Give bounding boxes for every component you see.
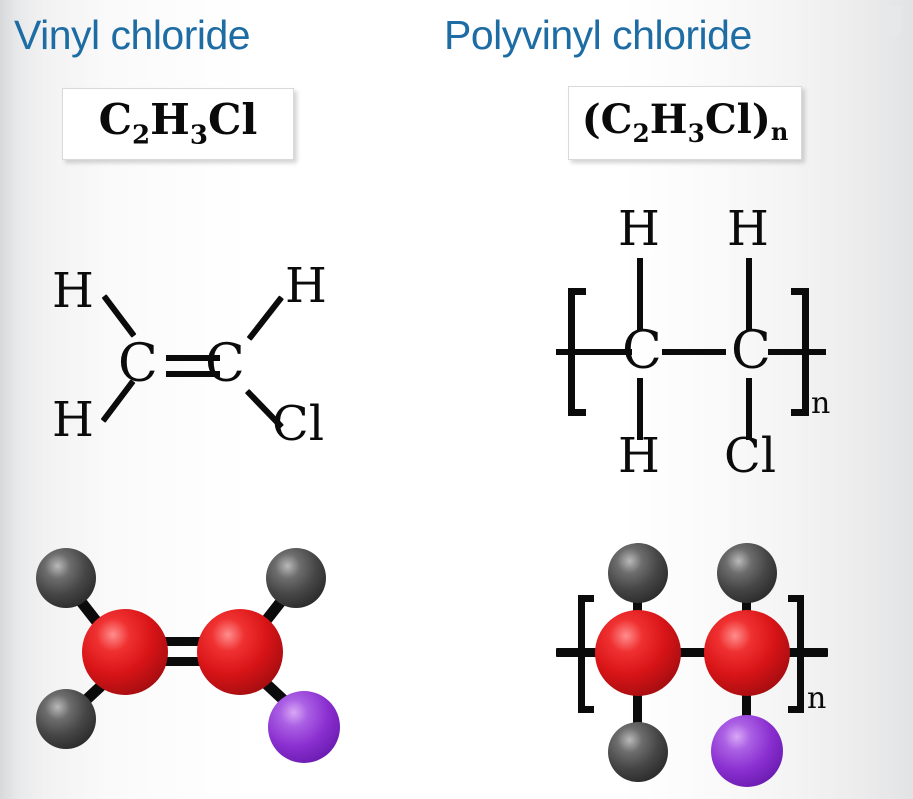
formula-paren-open: ( xyxy=(581,95,601,143)
atom-hydrogen-top-right xyxy=(717,543,777,603)
atom-hydrogen-bottom-left xyxy=(608,722,668,782)
bracket-open xyxy=(578,595,594,713)
panel-title-polyvinyl-chloride: Polyvinyl chloride xyxy=(444,12,752,58)
atom-chlorine xyxy=(268,691,340,763)
formula-c: C xyxy=(600,95,633,143)
formula-h: H xyxy=(150,95,190,145)
formula-text-polyvinyl-chloride: (C2H3Cl)n xyxy=(582,99,789,148)
formula-sub-3: 3 xyxy=(189,120,208,151)
formula-box-polyvinyl-chloride: (C2H3Cl)n xyxy=(568,86,802,160)
formula-sub-2: 2 xyxy=(632,118,650,148)
atom-label-h-top-left: H xyxy=(52,263,94,319)
atom-label-cl-bottom-right: Cl xyxy=(724,428,777,484)
bond-h-top-left-to-carbon xyxy=(101,294,137,338)
bond-carbon-to-h-top-right xyxy=(246,295,284,341)
bond-carbon-to-cl-bottom xyxy=(746,378,752,440)
atom-hydrogen-top-left xyxy=(608,543,668,603)
panel-title-vinyl-chloride: Vinyl chloride xyxy=(14,12,251,58)
formula-cl: Cl xyxy=(704,95,752,143)
atom-label-h-bottom-left: H xyxy=(52,392,94,448)
formula-cl: Cl xyxy=(207,95,258,145)
formula-sub-2: 2 xyxy=(132,120,151,151)
stick-carbon-to-carbon xyxy=(664,648,724,657)
atom-hydrogen-top-right xyxy=(266,548,326,608)
atom-label-carbon-left: C xyxy=(118,334,158,394)
bond-chain-right-stub xyxy=(768,349,826,355)
stick-double-bond-upper xyxy=(124,637,242,646)
formula-text-vinyl-chloride: C2H3Cl xyxy=(99,99,258,151)
atom-carbon-left xyxy=(595,610,681,696)
stick-double-bond-lower xyxy=(124,657,242,666)
bracket-close xyxy=(788,595,804,713)
formula-c: C xyxy=(98,95,133,145)
atom-label-h-top-left: H xyxy=(618,201,660,257)
atom-label-h-top-right: H xyxy=(727,201,769,257)
bond-carbon-to-h-bottom xyxy=(637,378,643,440)
atom-carbon-left xyxy=(82,609,168,695)
formula-sub-3: 3 xyxy=(687,118,705,148)
double-bond-upper-line xyxy=(166,355,220,361)
bond-chain-left-stub xyxy=(556,349,632,355)
bond-h-top-right-to-carbon xyxy=(746,258,752,330)
atom-label-carbon-right: C xyxy=(731,321,771,381)
atom-label-carbon-left: C xyxy=(622,321,662,381)
repeat-subscript-n: n xyxy=(811,386,831,421)
atom-label-carbon-right: C xyxy=(205,334,245,394)
bond-h-top-left-to-carbon xyxy=(637,258,643,330)
repeat-subscript-n: n xyxy=(807,681,827,716)
atom-hydrogen-bottom-left xyxy=(36,689,96,749)
watermark-icon xyxy=(879,6,903,40)
atom-carbon-right xyxy=(704,610,790,696)
atom-label-h-top-right: H xyxy=(285,258,327,314)
atom-carbon-right xyxy=(197,609,283,695)
formula-paren-close: ) xyxy=(751,95,771,143)
atom-label-h-bottom-left: H xyxy=(618,428,660,484)
formula-box-vinyl-chloride: C2H3Cl xyxy=(62,88,294,160)
formula-h: H xyxy=(649,95,688,143)
formula-sub-n: n xyxy=(770,116,789,146)
double-bond-lower-line xyxy=(166,371,220,377)
atom-hydrogen-top-left xyxy=(36,548,96,608)
bond-carbon-to-carbon xyxy=(662,349,726,355)
atom-chlorine xyxy=(711,715,783,787)
